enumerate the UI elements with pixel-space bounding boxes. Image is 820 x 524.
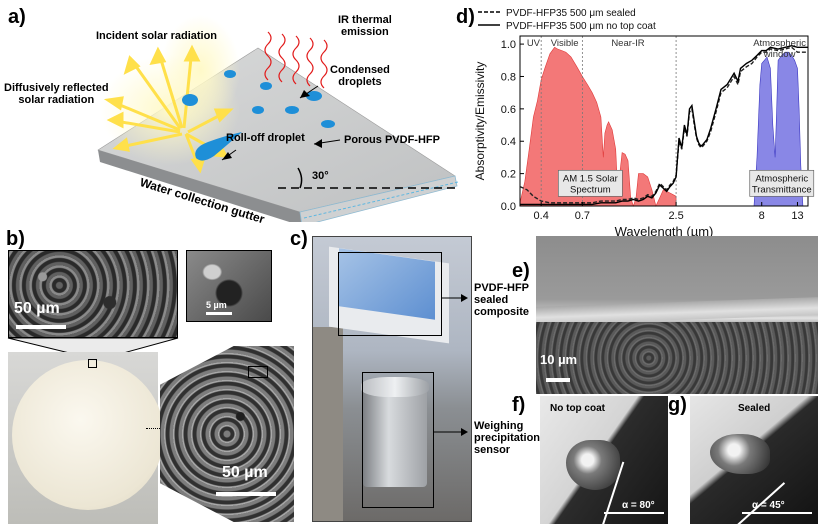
solar-ray-group	[103, 44, 234, 174]
scale-label-e: 10 µm	[540, 352, 578, 367]
x-axis-label: Wavelength (µm)	[615, 224, 714, 239]
diffuse-reflection-label: Diffusively reflected solar radiation	[4, 82, 109, 106]
annotation-text-0-0: AM 1.5 Solar	[563, 173, 618, 184]
incident-solar-label: Incident solar radiation	[96, 30, 218, 42]
x-tick-label-2: 2.5	[668, 210, 683, 222]
panel-c-label: c)	[290, 228, 308, 250]
scale-bar-bottom	[216, 492, 276, 496]
sem-image-top	[8, 250, 178, 338]
y-tick-label-5: 1.0	[501, 39, 516, 51]
y-tick-label-2: 0.4	[501, 136, 516, 148]
y-tick-label-1: 0.2	[501, 169, 516, 181]
panel-g-label: g)	[668, 394, 687, 416]
gutter-face	[299, 175, 458, 222]
porous-pvdf-label: Porous PVDF-HFP	[344, 134, 440, 146]
membrane-disc	[12, 360, 164, 510]
sem-cross-section-e	[536, 236, 818, 394]
porous-texture	[536, 322, 818, 394]
sealed-composite-label: PVDF-HFP sealed composite	[474, 282, 530, 318]
panel-a-label: a)	[8, 6, 26, 28]
ir-emission-label: IR thermal emission	[338, 14, 392, 38]
contact-angle-photo-sealed	[690, 396, 818, 524]
region-label-0-0: UV	[527, 38, 541, 49]
region-label-1-0: Visible	[551, 38, 579, 49]
contact-angle-photo-no-coat	[540, 396, 668, 524]
panel-d-label: d)	[456, 6, 475, 28]
panel-b-label: b)	[6, 228, 25, 250]
zoom-marker-small	[88, 359, 97, 368]
droplet-sealed	[710, 434, 770, 474]
cross-section-inset-marker	[248, 366, 268, 378]
y-tick-label-0: 0.0	[501, 201, 516, 213]
x-tick-label-0: 0.4	[534, 210, 549, 222]
building-wall	[313, 327, 343, 521]
tilt-angle-label: 30°	[312, 170, 329, 182]
panel-e-label: e)	[512, 260, 530, 282]
sensor-cylinder	[363, 387, 427, 487]
absorptivity-chart: 0.4 0.7 2.5 8 13 0.0 0.2 0.4 0.6 0.8 1.0Wavelength…	[473, 8, 815, 239]
sensor-top-foil	[361, 377, 429, 397]
atmospheric-transmittance-area	[753, 51, 804, 207]
x-tick-label-3: 8	[759, 210, 765, 222]
contact-angle-g: α = 45°	[752, 500, 785, 511]
no-top-coat-title: No top coat	[550, 403, 605, 414]
droplets	[182, 70, 335, 161]
membrane-front-face	[98, 150, 302, 222]
ir-emission-waves	[264, 31, 328, 89]
legend-label-0: PVDF-HFP35 500 μm sealed	[506, 8, 636, 19]
x-tick-label-1: 0.7	[575, 210, 590, 222]
contact-angle-f: α = 80°	[622, 500, 655, 511]
scale-label-inset: 5 µm	[206, 300, 227, 310]
y-tick-label-4: 0.8	[501, 71, 516, 83]
y-axis-label: Absorptivity/Emissivity	[473, 62, 487, 181]
sensor-highlight-box	[362, 372, 434, 508]
annotation-text-0-1: Spectrum	[570, 184, 611, 195]
panel-f-label: f)	[512, 394, 526, 416]
cross-section-marker	[146, 428, 164, 429]
x-tick-label-4: 13	[791, 210, 803, 222]
series-line-1	[520, 44, 808, 206]
region-label-3-0: Atmospheric	[753, 38, 806, 49]
sealed-title: Sealed	[738, 403, 771, 414]
annotation-text-1-0: Atmospheric	[755, 173, 808, 184]
annotation-box-1	[749, 169, 815, 197]
solar-spectrum-area	[519, 46, 677, 207]
angle-line-g	[742, 512, 812, 514]
precipitation-sensor-label: Weighing precipitation sensor	[474, 420, 541, 456]
region-label-3-1: window	[763, 49, 796, 60]
annotation-text-1-1: Transmittance	[752, 184, 812, 195]
rolloff-droplet-label: Roll-off droplet	[226, 132, 305, 144]
sealed-layer	[536, 297, 818, 325]
scale-label-bottom: 50 µm	[222, 464, 268, 481]
scale-bar-inset	[206, 312, 232, 315]
plot-frame	[519, 35, 809, 207]
sample-highlight-box	[338, 252, 442, 336]
panel-a-illustration	[97, 15, 460, 222]
series-line-0	[519, 46, 808, 204]
y-tick-label-3: 0.6	[501, 104, 516, 116]
scale-bar-top	[16, 325, 66, 329]
scale-label-top: 50 µm	[14, 300, 60, 317]
sem-image-inset	[186, 250, 272, 322]
scale-bar-e	[546, 378, 570, 382]
angle-line-f	[604, 512, 664, 514]
panel-c-arrows	[434, 294, 468, 436]
region-label-2-0: Near-IR	[611, 38, 644, 49]
legend-label-1: PVDF-HFP35 500 μm no top coat	[506, 21, 656, 32]
condensed-droplets-label: Condensed droplets	[330, 64, 390, 88]
droplet-no-coat	[566, 440, 620, 490]
annotation-box-0	[557, 169, 623, 197]
